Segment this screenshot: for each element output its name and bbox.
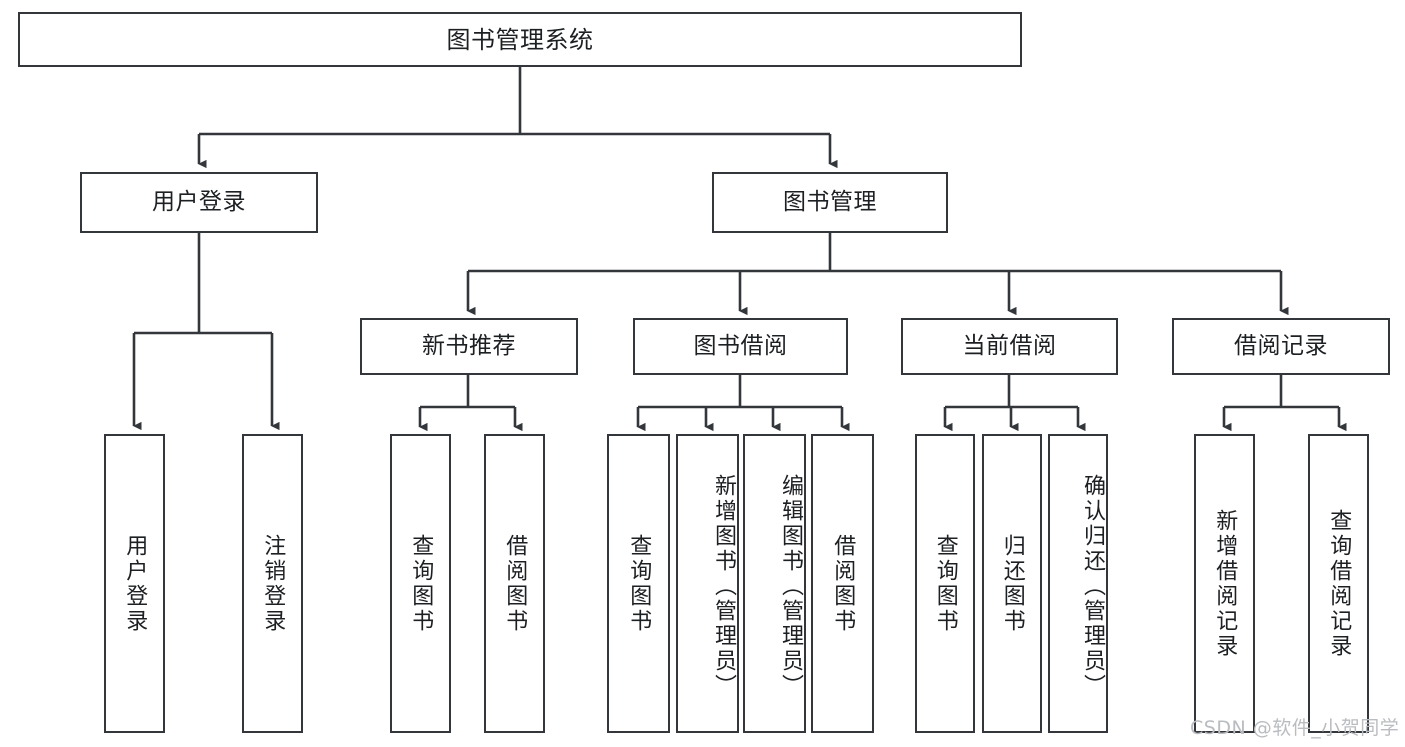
node-user-login[interactable]: 用户登录 xyxy=(80,172,318,233)
leaf-add-borrow-record[interactable]: 新增借阅记录 xyxy=(1194,434,1255,733)
node-label: 用户登录 xyxy=(152,189,246,216)
leaf-query-book-current[interactable]: 查询图书 xyxy=(915,434,975,733)
node-label: 当前借阅 xyxy=(962,333,1057,360)
leaf-return-book[interactable]: 归还图书 xyxy=(982,434,1042,733)
node-borrow-record[interactable]: 借阅记录 xyxy=(1172,318,1390,375)
node-root-system[interactable]: 图书管理系统 xyxy=(18,12,1022,67)
node-new-book-recommend[interactable]: 新书推荐 xyxy=(360,318,578,375)
node-book-borrow[interactable]: 图书借阅 xyxy=(633,318,848,375)
node-label: 图书管理系统 xyxy=(446,25,594,54)
node-label: 图书借阅 xyxy=(693,333,788,360)
node-label: 用户登录 xyxy=(122,533,148,634)
node-label: 查询借阅记录 xyxy=(1326,508,1352,659)
node-label: 借阅图书 xyxy=(830,533,856,634)
leaf-query-book-recommend[interactable]: 查询图书 xyxy=(390,434,451,733)
leaf-query-borrow-record[interactable]: 查询借阅记录 xyxy=(1308,434,1369,733)
node-label: 注销登录 xyxy=(260,533,286,634)
node-label: 借阅记录 xyxy=(1234,333,1328,360)
leaf-borrow-book-recommend[interactable]: 借阅图书 xyxy=(484,434,545,733)
node-label: 新书推荐 xyxy=(422,333,516,360)
leaf-add-book-admin[interactable]: 新增图书（管理员） xyxy=(676,434,739,733)
node-label: 归还图书 xyxy=(999,533,1025,634)
node-label: 编辑图书（管理员） xyxy=(778,474,803,699)
leaf-edit-book-admin[interactable]: 编辑图书（管理员） xyxy=(743,434,806,733)
leaf-confirm-return-admin[interactable]: 确认归还（管理员） xyxy=(1048,434,1108,733)
csdn-watermark: CSDN @软件_小贺同学 xyxy=(1190,717,1400,739)
node-label: 新增图书（管理员） xyxy=(711,474,736,699)
node-current-borrow[interactable]: 当前借阅 xyxy=(901,318,1118,375)
node-label: 借阅图书 xyxy=(502,533,528,634)
node-book-management[interactable]: 图书管理 xyxy=(712,172,948,233)
node-label: 查询图书 xyxy=(626,533,652,634)
leaf-logout-login[interactable]: 注销登录 xyxy=(242,434,303,733)
node-label: 新增借阅记录 xyxy=(1212,508,1238,659)
node-label: 查询图书 xyxy=(408,533,434,634)
node-label: 图书管理 xyxy=(783,189,877,216)
leaf-query-book-borrow[interactable]: 查询图书 xyxy=(607,434,670,733)
node-label: 查询图书 xyxy=(932,533,958,634)
leaf-borrow-book[interactable]: 借阅图书 xyxy=(811,434,874,733)
node-label: 确认归还（管理员） xyxy=(1080,474,1105,699)
leaf-user-login[interactable]: 用户登录 xyxy=(104,434,165,733)
